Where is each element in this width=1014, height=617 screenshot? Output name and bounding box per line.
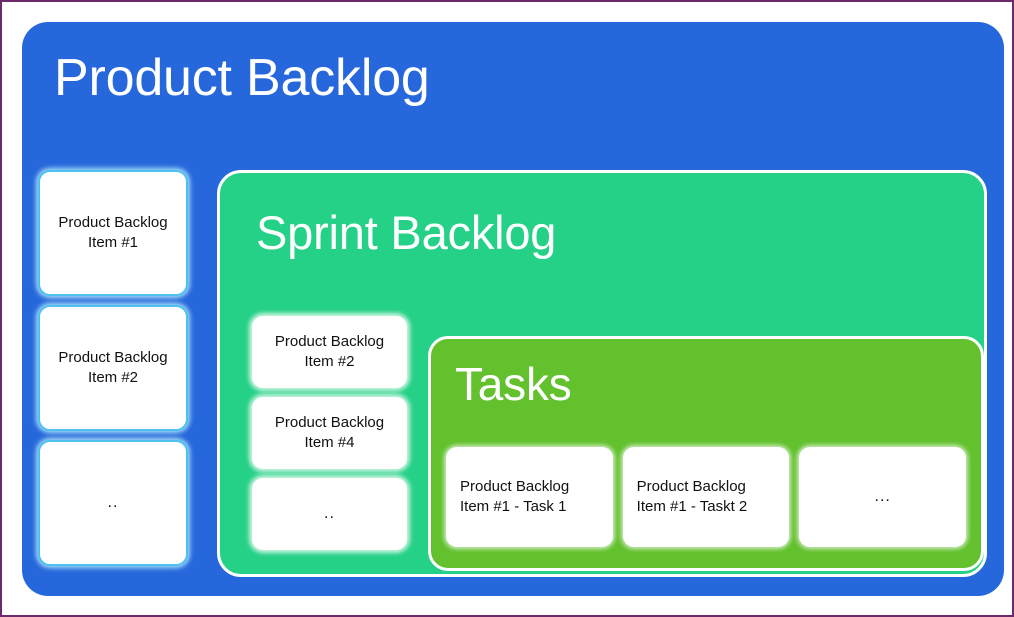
tasks-panel: Tasks Product Backlog Item #1 - Task 1 P…	[428, 336, 984, 571]
task-card-more[interactable]: ...	[799, 447, 967, 547]
task-card-list: Product Backlog Item #1 - Task 1 Product…	[446, 447, 967, 547]
task-card[interactable]: Product Backlog Item #1 - Task 1	[446, 447, 613, 547]
product-backlog-item-list: Product Backlog Item #1 Product Backlog …	[38, 170, 188, 566]
sprint-backlog-panel: Sprint Backlog Product Backlog Item #2 P…	[217, 170, 987, 577]
product-backlog-item-card[interactable]: Product Backlog Item #2	[38, 305, 188, 431]
product-backlog-item-card-more[interactable]: ..	[38, 440, 188, 566]
product-backlog-item-card[interactable]: Product Backlog Item #1	[38, 170, 188, 296]
tasks-heading: Tasks	[455, 358, 572, 410]
sprint-backlog-item-card[interactable]: Product Backlog Item #2	[252, 316, 407, 388]
sprint-backlog-item-card[interactable]: Product Backlog Item #4	[252, 397, 407, 469]
task-card[interactable]: Product Backlog Item #1 - Taskt 2	[622, 447, 790, 547]
product-backlog-heading: Product Backlog	[54, 49, 430, 107]
sprint-backlog-item-card-more[interactable]: ..	[252, 478, 407, 550]
sprint-backlog-item-list: Product Backlog Item #2 Product Backlog …	[252, 316, 407, 550]
sprint-backlog-heading: Sprint Backlog	[256, 206, 557, 259]
product-backlog-panel: Product Backlog Product Backlog Item #1 …	[22, 22, 1004, 596]
